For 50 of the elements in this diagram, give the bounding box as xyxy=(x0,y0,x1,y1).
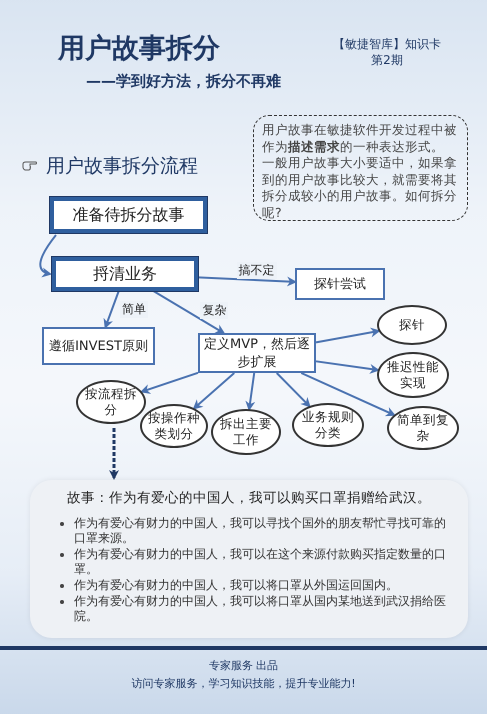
step-label: 准备待拆分故事 xyxy=(72,204,184,226)
arrow xyxy=(192,372,235,410)
arrow xyxy=(245,372,256,412)
edge-label: 搞不定 xyxy=(236,262,276,279)
title: 用户故事拆分 xyxy=(58,32,220,66)
note-text: 一般用户故事大小要适中，如果拿到的用户故事比较大，就需要将其拆分成较小的用户故事。如何拆分呢? xyxy=(262,155,458,221)
note-text: 用户故事在敏捷软件开发过程中被作为描述需求的一种表达形式。 xyxy=(262,122,458,155)
step-label: 探针 xyxy=(399,317,425,333)
note-callout xyxy=(253,115,468,221)
step-label: 定义MVP，然后逐步扩展 xyxy=(203,336,311,371)
step-label: 简单到复杂 xyxy=(396,412,450,444)
process-box xyxy=(42,327,155,365)
step-label: 推迟性能实现 xyxy=(386,359,440,391)
process-box xyxy=(295,268,385,300)
step-label: 按操作种类划分 xyxy=(148,410,200,442)
subtitle: ——学到好方法，拆分不再难 xyxy=(86,72,281,91)
issue-label: 第2期 xyxy=(370,52,404,68)
arrow xyxy=(316,360,380,374)
arrow xyxy=(198,276,297,287)
process-box xyxy=(52,257,198,291)
story-panel xyxy=(30,480,468,638)
step-label: 按流程拆分 xyxy=(84,386,138,418)
method-ellipse xyxy=(140,404,208,448)
edge-label: 简单 xyxy=(120,301,148,318)
bullet-item: 作为有爱心有财力的中国人，我可以将口罩从外国运回国内。 xyxy=(74,578,398,592)
step-label: 遵循INVEST原则 xyxy=(49,338,148,355)
process-box xyxy=(50,197,207,233)
series-label: 【敏捷智库】知识卡 xyxy=(332,37,442,53)
method-ellipse xyxy=(387,406,459,450)
arrow xyxy=(276,372,311,408)
arrow xyxy=(104,290,120,329)
method-ellipse xyxy=(76,380,146,424)
arrow xyxy=(109,428,119,480)
bullet-item: 作为有爱心有财力的中国人，我可以在这个来源付款购买指定数量的口罩。 xyxy=(74,546,446,576)
arrow xyxy=(39,234,57,277)
method-ellipse xyxy=(377,305,447,345)
arrow xyxy=(140,372,198,394)
step-label: 拆出主要工作 xyxy=(219,416,273,448)
story-heading: 故事：作为有爱心的中国人，我可以购买口罩捐赠给武汉。 xyxy=(66,490,432,508)
arrow xyxy=(152,290,226,334)
arrow xyxy=(300,372,396,416)
step-label: 捋清业务 xyxy=(93,264,157,284)
bullet-item: 作为有爱心有财力的中国人，我可以寻找个国外的朋友帮忙寻找可靠的口罩来源。 xyxy=(74,516,446,546)
footer-text: 专家服务 出品 xyxy=(208,658,280,673)
footer-text: 访问专家服务，学习知识技能，提升专业能力! xyxy=(130,676,357,691)
edge-label: 复杂 xyxy=(200,302,228,319)
step-label: 业务规则分类 xyxy=(301,409,355,441)
section-heading: 用户故事拆分流程 xyxy=(46,154,198,179)
bullet-item: 作为有爱心有财力的中国人，我可以将口罩从国内某地送到武汉捐给医院。 xyxy=(74,594,446,624)
step-label: 探针尝试 xyxy=(314,276,366,293)
